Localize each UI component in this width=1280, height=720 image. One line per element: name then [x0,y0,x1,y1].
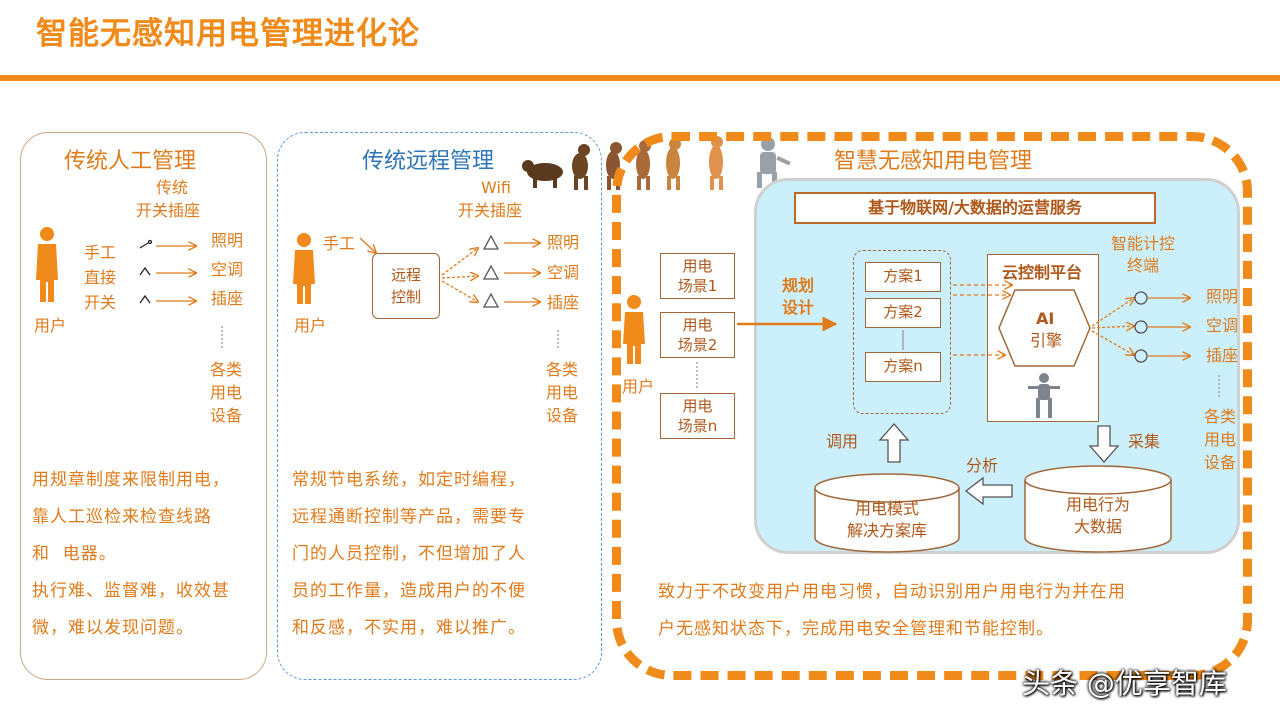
panel2-device-1: 各类 [545,360,578,379]
panel1-device-3: 设备 [209,406,242,425]
panel1-user-label: 用户 [34,316,67,335]
scheme-group [853,250,951,414]
smart-terminal-label: 智能计控 终端 [1111,233,1175,277]
terminal-label-2: 终端 [1127,256,1160,275]
panel2-wifi-label: Wifi [481,178,511,197]
panel3-user-label: 用户 [622,377,655,396]
page-title: 智能无感知用电管理进化论 [36,16,420,52]
remote-control-label-2: 控制 [390,288,421,306]
watermark: 头条 @优享智库 [1022,667,1227,700]
panel1-device-2: 用电 [209,383,242,402]
solution-library-label: 用电模式 解决方案库 [815,498,959,542]
panel3-output-3: 插座 [1206,346,1239,365]
db-right-line-1: 用电行为 [1065,495,1130,514]
panel3-desc-line: 户无感知状态下，完成用电安全管理和节能控制。 [658,619,1054,639]
panel1-manual-2: 直接 [83,268,116,287]
panel2-output-2: 空调 [547,263,580,282]
panel2-device-3: 设备 [545,406,578,425]
plan-label-1: 规划 [782,276,815,295]
panel3-device-1: 各类 [1203,407,1236,426]
panel1-title: 传统人工管理 [64,149,197,174]
scene-label: 场景1 [677,277,718,295]
switch-icon [139,239,153,304]
db-right-line-2: 大数据 [1073,517,1122,536]
panel1-desc-line: 靠人工巡检来检查线路 [32,507,212,527]
scheme-2: 方案2 [865,298,941,328]
panel1-manual-1: 手工 [83,243,116,262]
panel3-output-1: 照明 [1206,287,1239,306]
iot-service-banner: 基于物联网/大数据的运营服务 [794,192,1156,224]
terminal-label-1: 智能计控 [1111,234,1176,253]
panel3-description: 致力于不改变用户用电习惯，自动识别用户用电行为并在用 户无感知状态下，完成用电安… [658,574,1228,648]
scene-label: 场景n [677,417,718,435]
panel2-desc-line: 员的工作量，造成用户的不便 [292,581,526,601]
panel2-desc-line: 常规节电系统，如定时编程， [292,470,526,490]
ai-label-2: 引擎 [1030,331,1063,350]
plan-design-label: 规划 设计 [782,275,814,319]
panel2-device-2: 用电 [545,383,578,402]
panel3-device-2: 用电 [1203,430,1236,449]
panel2-output-3: 插座 [547,293,580,312]
remote-control-box: 远程 控制 [372,253,440,319]
panel1-desc-line: 执行难、监督难，收效甚 [32,581,230,601]
scene-label: 用电 [682,397,713,415]
panel1-desc-line: 和 电器。 [32,544,117,564]
panel1-switch-label-1: 传统 [156,178,189,197]
big-data-label: 用电行为 大数据 [1025,494,1171,538]
panel1-output-1: 照明 [211,231,244,250]
scene-box-n: 用电 场景n [660,393,735,439]
scene-label: 场景2 [677,336,718,354]
panel2-desc-line: 门的人员控制，不但增加了人 [292,544,526,564]
remote-control-label-1: 远程 [390,266,421,284]
panel1-manual-3: 开关 [83,293,116,312]
panel2-switch-label: 开关插座 [458,201,523,220]
plan-label-2: 设计 [782,298,815,317]
panel-smart-management [612,132,1252,680]
panel-traditional-remote [277,132,602,680]
panel2-desc-line: 和反感，不实用，难以推广。 [292,618,526,638]
cloud-platform-label: 云控制平台 [1002,263,1083,282]
scheme-n: 方案n [865,352,941,382]
title-divider [0,75,1280,81]
db-left-line-1: 用电模式 [854,499,919,518]
scene-label: 用电 [682,257,713,275]
panel2-user-label: 用户 [294,316,327,335]
panel1-description: 用规章制度来限制用电， 靠人工巡检来检查线路 和 电器。 执行难、监督难，收效甚… [32,462,264,647]
scheme-1: 方案1 [865,262,941,292]
panel3-output-2: 空调 [1206,316,1239,335]
panel3-title: 智慧无感知用电管理 [834,149,1033,174]
panel2-manual-label: 手工 [323,234,356,253]
invoke-label: 调用 [826,432,859,451]
user-silhouette-icon [36,227,645,364]
panel1-desc-line: 用规章制度来限制用电， [32,470,230,490]
panel-traditional-manual [20,132,267,680]
panel1-desc-line: 微，难以发现问题。 [32,618,194,638]
panel2-title: 传统远程管理 [362,149,495,174]
panel1-switch-label-2: 开关插座 [136,201,201,220]
scene-box-2: 用电 场景2 [660,312,735,358]
panel1-device-1: 各类 [209,360,242,379]
panel1-output-2: 空调 [211,260,244,279]
panel3-device-3: 设备 [1203,453,1236,472]
scene-box-1: 用电 场景1 [660,253,735,299]
block-arrows [878,423,1120,506]
ai-label-1: AI [1036,309,1055,328]
panel3-desc-line: 致力于不改变用户用电习惯，自动识别用户用电行为并在用 [658,582,1126,602]
db-left-line-2: 解决方案库 [846,521,927,540]
panel1-output-3: 插座 [211,289,244,308]
panel2-description: 常规节电系统，如定时编程， 远程通断控制等产品，需要专 门的人员控制，不但增加了… [292,462,598,647]
panel2-output-1: 照明 [547,233,580,252]
analyze-label: 分析 [966,456,999,475]
collect-label: 采集 [1128,432,1161,451]
scene-label: 用电 [682,316,713,334]
panel2-desc-line: 远程通断控制等产品，需要专 [292,507,526,527]
